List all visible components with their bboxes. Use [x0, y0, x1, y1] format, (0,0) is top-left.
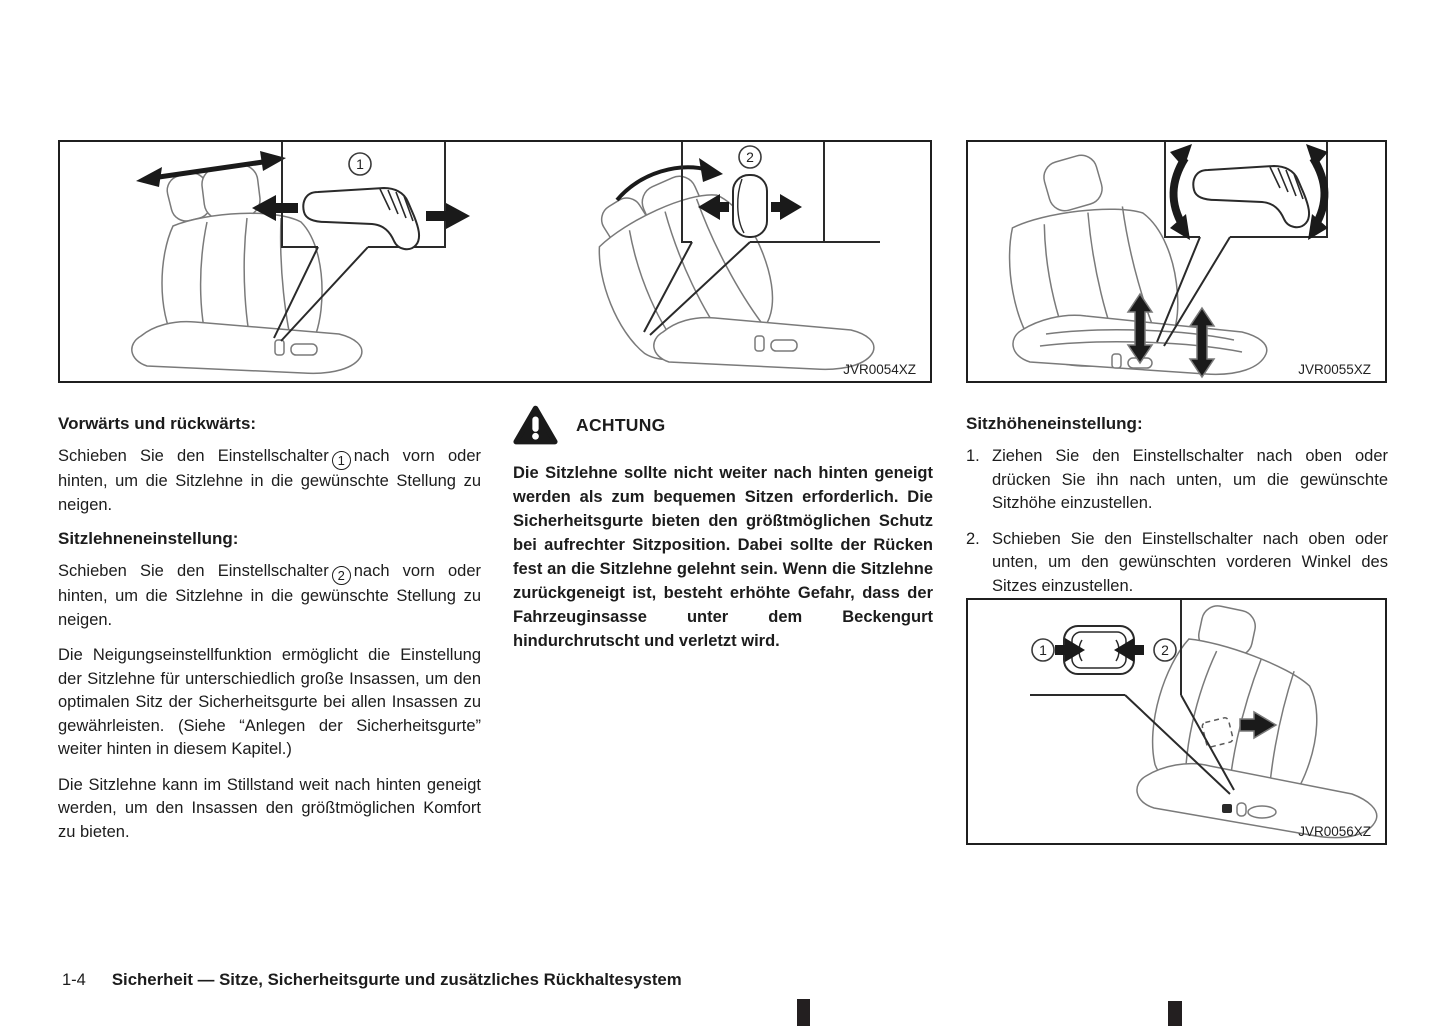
warning-block: ACHTUNG Die Sitzlehne sollte nicht weite… — [513, 405, 933, 665]
column-seat-adjustment-text: Vorwärts und rückwärts: Schieben Sie den… — [58, 414, 481, 856]
arrow-up-down-icon — [1188, 306, 1216, 379]
rotate-up-down-arrows — [1169, 144, 1329, 240]
callout-circle-2 — [738, 145, 762, 169]
warning-text: Die Sitzlehne sollte nicht weiter nach h… — [513, 464, 933, 650]
callout-circle-2 — [1153, 638, 1177, 662]
arrow-left-icon — [698, 194, 729, 220]
lumbar-switch-drawing: 1 2 — [1031, 625, 1177, 675]
seat-drawing — [1008, 154, 1268, 379]
chapter-title: Sicherheit — Sitze, Sicherheitsgurte und… — [111, 970, 682, 989]
seat-rear-drawing — [1136, 605, 1378, 839]
callout-number-1: 1 — [1039, 642, 1047, 658]
seat-height-illustration: JVR0055XZ — [1008, 142, 1371, 379]
figure-code-label: JVR0056XZ — [1298, 824, 1371, 839]
seat-reclined-drawing — [598, 175, 875, 371]
page-footer: 1-4 Sicherheit — Sitze, Sicherheitsgurte… — [62, 970, 682, 990]
seat-upright-drawing — [131, 163, 363, 375]
inset-box-slide-switch — [273, 142, 446, 342]
paragraph-recline-comfort: Die Sitzlehne kann im Stillstand weit na… — [58, 775, 481, 841]
height-switch-drawing — [1192, 164, 1311, 229]
slide-forward-back-arrow-icon — [136, 151, 286, 187]
inset-box-height-switch — [1156, 142, 1328, 347]
callout-number-2: 2 — [746, 149, 754, 165]
print-mark — [1168, 1001, 1182, 1026]
warning-triangle-icon — [513, 405, 558, 445]
heading-forward-backward: Vorwärts und rückwärts: — [58, 414, 257, 433]
arrow-right-icon — [1055, 638, 1085, 662]
callout-number-2: 2 — [1161, 642, 1169, 658]
warning-header: ACHTUNG — [513, 405, 933, 446]
inline-callout-2: 2 — [331, 566, 351, 585]
arrow-right-icon — [426, 203, 470, 229]
figure-lumbar-switch: 1 2 JVR0056XZ — [966, 598, 1387, 845]
list-number: 2. — [966, 529, 980, 548]
print-mark — [797, 999, 810, 1026]
list-number: 1. — [966, 447, 980, 465]
paragraph-recline-function: Die Neigungseinstellfunktion ermöglicht … — [58, 646, 481, 758]
arrow-left-icon — [1114, 638, 1144, 662]
recline-arrow-icon — [615, 158, 723, 202]
slide-switch-drawing: 1 — [252, 152, 470, 251]
arrow-up-down-icon — [1126, 292, 1154, 365]
list-text: Schieben Sie den Einstellschalter nach o… — [992, 529, 1388, 595]
seat-height-steps: 1. Ziehen Sie den Einstellschalter nach … — [966, 445, 1388, 598]
callout-number-1: 1 — [356, 156, 364, 172]
arrow-left-icon — [252, 195, 298, 221]
figure-seat-slide-and-recline: 1 — [58, 140, 932, 383]
inset-box-recline-switch — [643, 142, 880, 336]
heading-seatback-adjust: Sitzlehneneinstellung: — [58, 529, 239, 548]
callout-circle-1 — [1031, 638, 1055, 662]
list-text: Ziehen Sie den Einstellschalter nach obe… — [992, 447, 1388, 512]
list-item: 1. Ziehen Sie den Einstellschalter nach … — [966, 445, 1388, 516]
figure-code-label: JVR0054XZ — [843, 362, 916, 377]
warning-title: ACHTUNG — [576, 414, 666, 435]
lumbar-switch-illustration: 1 2 JVR0056XZ — [1030, 600, 1378, 839]
recline-switch-drawing: 2 — [698, 145, 802, 238]
inset-box-lumbar-switch — [1030, 600, 1235, 795]
list-item: 2. Schieben Sie den Einstellschalter nac… — [966, 528, 1388, 599]
column-seat-height-text: Sitzhöheneinstellung: 1. Ziehen Sie den … — [966, 414, 1388, 610]
page-number: 1-4 — [62, 971, 86, 989]
figure-code-label: JVR0055XZ — [1298, 362, 1371, 377]
figure-seat-height: JVR0055XZ — [966, 140, 1387, 383]
arrow-right-icon — [771, 194, 802, 220]
callout-circle-1 — [348, 152, 372, 176]
seat-slide-recline-illustration: 1 — [131, 142, 916, 377]
heading-seat-height: Sitzhöheneinstellung: — [966, 414, 1143, 433]
arrow-right-icon — [1239, 710, 1278, 740]
inline-callout-1: 1 — [331, 451, 351, 470]
